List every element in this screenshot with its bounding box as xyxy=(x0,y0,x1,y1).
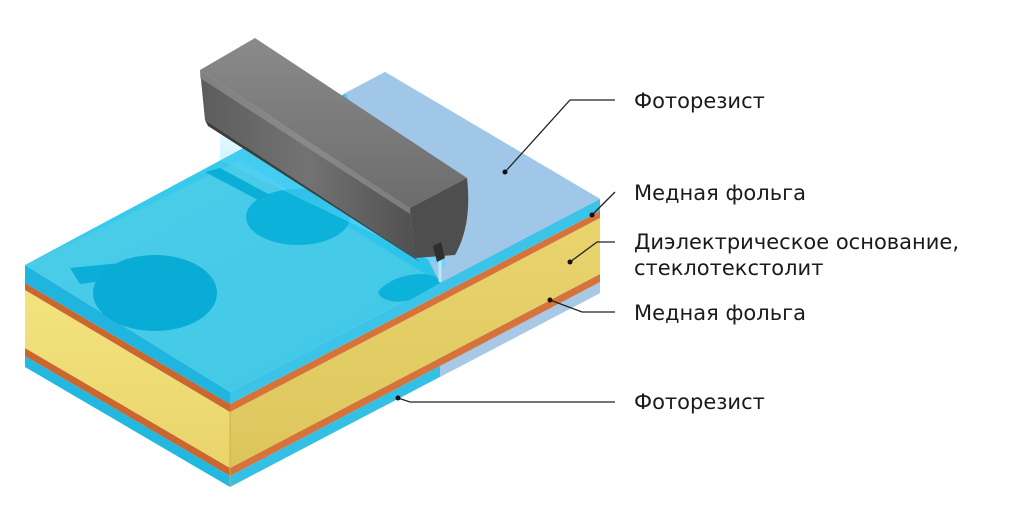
label-photoresist-bottom: Фоторезист xyxy=(634,390,765,414)
label-dielectric: Диэлектрическое основание, стеклотекстол… xyxy=(634,230,960,280)
leader-dots xyxy=(395,169,595,401)
leader-photoresist-bottom xyxy=(397,397,615,403)
bottom-photoresist-layer xyxy=(25,282,600,487)
top-photoresist-edges xyxy=(25,199,600,404)
leader-photoresist-top xyxy=(504,99,615,173)
leader-dielectric xyxy=(569,241,615,263)
label-copper-bottom: Медная фольга xyxy=(634,301,806,325)
leader-lines xyxy=(397,99,616,403)
leader-copper-bottom xyxy=(549,299,615,313)
exposure-lamp xyxy=(200,38,469,262)
label-photoresist-top: Фоторезист xyxy=(634,89,765,113)
leader-copper-top xyxy=(591,191,616,216)
dielectric-substrate xyxy=(25,218,600,487)
bottom-copper-layer xyxy=(25,274,600,476)
label-copper-top: Медная фольга xyxy=(634,181,806,205)
top-copper-layer xyxy=(25,211,600,412)
